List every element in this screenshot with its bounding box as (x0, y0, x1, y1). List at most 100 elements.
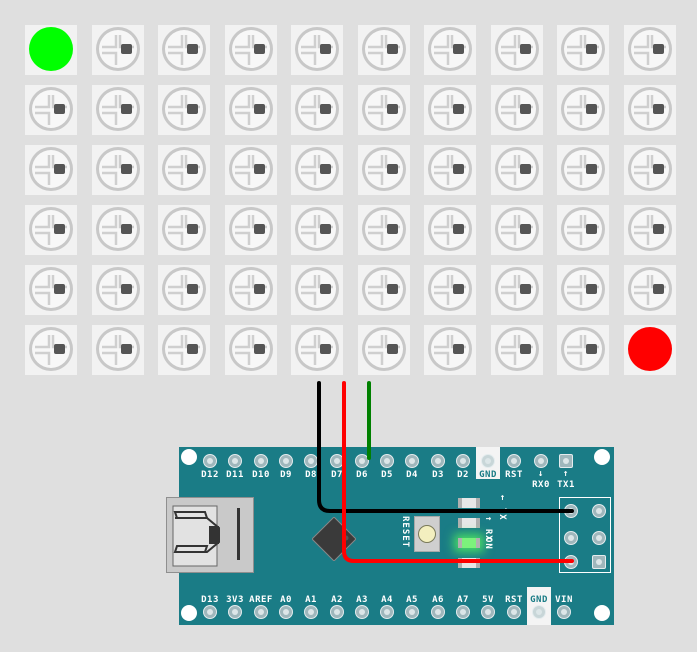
lit-led-icon (29, 27, 73, 71)
led-pixel (424, 265, 476, 315)
pin-label: A6 (432, 595, 444, 605)
pin-label: D7 (331, 470, 343, 480)
header-pin[interactable] (330, 605, 344, 619)
pin-label: 5V (482, 595, 494, 605)
header-pin[interactable] (456, 605, 470, 619)
led-pixel (25, 145, 77, 195)
led-pixel (291, 25, 343, 75)
led-pixel (158, 265, 210, 315)
header-pin[interactable] (405, 454, 419, 468)
pin-arrow: ↓ (538, 469, 544, 479)
led-pixel (25, 25, 77, 75)
led-pixel (92, 265, 144, 315)
header-pin[interactable] (254, 605, 268, 619)
tx-label: ← TX (497, 495, 507, 521)
header-pin[interactable] (203, 454, 217, 468)
header-pin[interactable] (380, 605, 394, 619)
reset-button[interactable] (414, 516, 440, 552)
led-pixel (158, 25, 210, 75)
icsp-pin[interactable] (592, 504, 606, 518)
usb-port-icon (172, 505, 240, 567)
led-pixel (624, 25, 676, 75)
gnd-wire[interactable] (317, 381, 574, 513)
header-pin[interactable] (532, 605, 546, 619)
pin-label: A3 (356, 595, 368, 605)
led-pixel (557, 205, 609, 255)
led-pixel (424, 85, 476, 135)
header-pin[interactable] (279, 454, 293, 468)
led-pixel (557, 145, 609, 195)
pin-label: 3V3 (226, 595, 244, 605)
led-pixel (557, 85, 609, 135)
led-pixel (158, 325, 210, 375)
led-pixel (291, 85, 343, 135)
led-pixel (358, 85, 410, 135)
header-pin[interactable] (203, 605, 217, 619)
pin-label: A7 (457, 595, 469, 605)
mounting-hole (594, 605, 610, 621)
header-pin[interactable] (431, 605, 445, 619)
icsp-pin[interactable] (592, 555, 606, 569)
header-pin[interactable] (507, 454, 521, 468)
led-pixel (491, 325, 543, 375)
header-pin[interactable] (481, 454, 495, 468)
pin-label: D6 (356, 470, 368, 480)
led-pixel (557, 325, 609, 375)
led-pixel (491, 265, 543, 315)
header-pin[interactable] (228, 605, 242, 619)
led-pixel (424, 145, 476, 195)
pin-label: A1 (305, 595, 317, 605)
led-pixel (225, 25, 277, 75)
pin-label: A5 (406, 595, 418, 605)
mounting-hole (594, 449, 610, 465)
led-pixel (291, 265, 343, 315)
header-pin[interactable] (557, 605, 571, 619)
header-pin[interactable] (534, 454, 548, 468)
reset-label: RESET (400, 516, 410, 549)
pin-label: D3 (432, 470, 444, 480)
led-pixel (291, 205, 343, 255)
header-pin[interactable] (279, 605, 293, 619)
rx-led (458, 518, 480, 528)
header-pin[interactable] (431, 454, 445, 468)
pin-label: D11 (226, 470, 244, 480)
header-pin[interactable] (304, 605, 318, 619)
pin-label: A4 (381, 595, 393, 605)
pin-label: D13 (201, 595, 219, 605)
led-pixel (424, 205, 476, 255)
header-pin[interactable] (228, 454, 242, 468)
led-pixel (225, 85, 277, 135)
pin-arrow: ↑ (563, 469, 569, 479)
header-pin[interactable] (507, 605, 521, 619)
header-pin[interactable] (355, 605, 369, 619)
icsp-pin[interactable] (592, 531, 606, 545)
led-pixel (358, 145, 410, 195)
led-pixel (25, 325, 77, 375)
header-pin[interactable] (254, 454, 268, 468)
pin-label: D10 (252, 470, 270, 480)
header-pin[interactable] (559, 454, 573, 468)
header-pin[interactable] (456, 454, 470, 468)
led-pixel (624, 145, 676, 195)
led-pixel (557, 25, 609, 75)
header-pin[interactable] (355, 454, 369, 468)
header-pin[interactable] (405, 605, 419, 619)
led-pixel (491, 25, 543, 75)
led-pixel (491, 85, 543, 135)
led-pixel (491, 145, 543, 195)
led-pixel (25, 85, 77, 135)
led-pixel (358, 265, 410, 315)
led-pixel (358, 205, 410, 255)
power-wire[interactable] (342, 381, 574, 563)
header-pin[interactable] (380, 454, 394, 468)
led-pixel (158, 85, 210, 135)
pin-label: TX1 (557, 480, 575, 490)
pin-label: VIN (555, 595, 573, 605)
led-pixel (624, 265, 676, 315)
header-pin[interactable] (481, 605, 495, 619)
icsp-pin[interactable] (564, 531, 578, 545)
pin-label: D2 (457, 470, 469, 480)
pin-label: D9 (280, 470, 292, 480)
led-pixel (92, 325, 144, 375)
led-pixel (92, 25, 144, 75)
